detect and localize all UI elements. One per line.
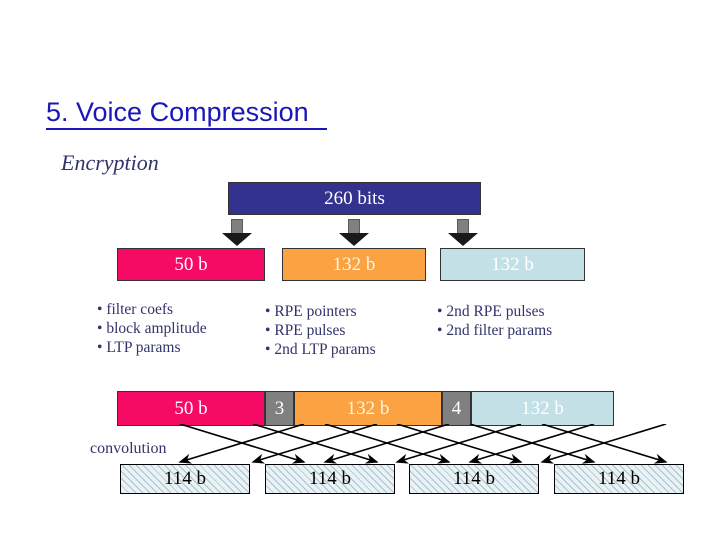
arrow-stem <box>348 219 360 234</box>
bar-260-bits: 260 bits <box>228 182 481 215</box>
arrow-stem <box>457 219 469 234</box>
bullet-column-1: filter coefs block amplitude LTP params <box>97 300 207 357</box>
down-arrow-icon-3 <box>448 219 478 247</box>
bar-50b: 50 b <box>117 248 265 281</box>
r3-separator-3: 3 <box>265 391 294 426</box>
r3-segment-132b-lightblue: 132 b <box>471 391 614 426</box>
list-item: filter coefs <box>97 300 207 319</box>
list-item: LTP params <box>97 338 207 357</box>
down-arrow-icon-1 <box>222 219 252 247</box>
arrow-head <box>222 233 252 246</box>
arrow-stem <box>231 219 243 234</box>
list-item: 2nd filter params <box>437 321 552 340</box>
r3-segment-132b-orange: 132 b <box>294 391 442 426</box>
box-114b-3: 114 b <box>409 464 539 494</box>
bar-132b-lightblue: 132 b <box>440 248 585 281</box>
encryption-label: Encryption <box>61 150 159 175</box>
list-item: RPE pulses <box>265 321 376 340</box>
r3-segment-50b: 50 b <box>117 391 265 426</box>
bar-132b-orange: 132 b <box>282 248 426 281</box>
list-item: block amplitude <box>97 319 206 338</box>
box-114b-2: 114 b <box>265 464 395 494</box>
down-arrow-icon-2 <box>339 219 369 247</box>
bullet-column-3: 2nd RPE pulses 2nd filter params <box>437 302 552 340</box>
bullet-column-2: RPE pointers RPE pulses 2nd LTP params <box>265 302 376 359</box>
r3-separator-4: 4 <box>442 391 471 426</box>
convolution-label: convolution <box>90 440 167 457</box>
list-item: 2nd LTP params <box>265 340 375 359</box>
box-114b-1: 114 b <box>120 464 250 494</box>
title-underline <box>46 128 327 130</box>
page-title: 5. Voice Compression <box>46 97 309 127</box>
box-114b-4: 114 b <box>554 464 684 494</box>
convolution-crossing-arrows <box>178 424 668 464</box>
arrow-head <box>448 233 478 246</box>
list-item: 2nd RPE pulses <box>437 302 552 321</box>
arrow-head <box>339 233 369 246</box>
list-item: RPE pointers <box>265 302 376 321</box>
